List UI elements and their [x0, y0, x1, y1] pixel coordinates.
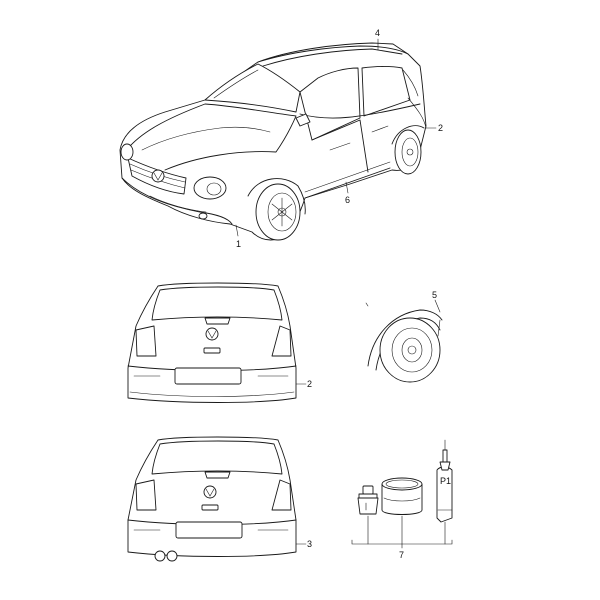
- rear-view-exhaust-variant: [127, 436, 297, 562]
- wheel-arch-illustration: [365, 302, 443, 383]
- paint-bottle-icon: [357, 485, 379, 515]
- callout-2-rear: 2: [307, 379, 312, 389]
- touch-up-paint-kit: P1: [351, 439, 453, 545]
- paint-tin-icon: [381, 477, 423, 515]
- leader-lines: [235, 38, 441, 549]
- callout-6: 6: [345, 195, 350, 205]
- callout-1: 1: [236, 239, 241, 249]
- callout-7: 7: [399, 550, 404, 560]
- callout-3: 3: [307, 539, 312, 549]
- tube-label: P1: [440, 476, 451, 486]
- callout-5: 5: [432, 290, 437, 300]
- car-illustration: [119, 42, 427, 241]
- sealant-tube-icon: P1: [436, 439, 453, 523]
- callout-4: 4: [375, 28, 380, 38]
- rear-view-bumper-variant: [127, 282, 297, 403]
- callout-2-car: 2: [438, 123, 443, 133]
